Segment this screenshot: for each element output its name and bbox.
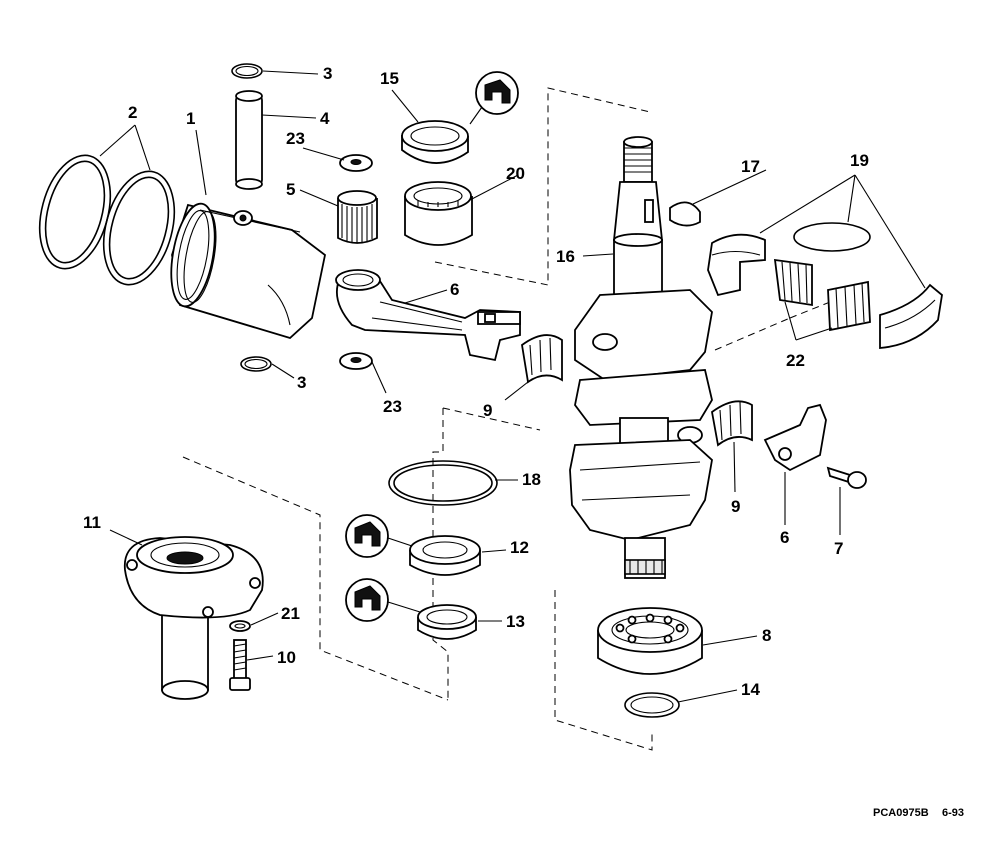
callout-6: 6	[450, 280, 459, 299]
part-o-ring	[388, 460, 498, 506]
callout-14: 14	[741, 680, 760, 699]
sealant-symbol-icon	[475, 71, 519, 115]
figure-reference: PCA0975B 6-93	[873, 807, 964, 819]
callout-18: 18	[522, 470, 541, 489]
callout-8: 8	[762, 626, 771, 645]
part-needle-bearings	[773, 258, 871, 332]
part-retaining-clip-lower	[240, 356, 272, 372]
part-snap-ring	[624, 692, 680, 718]
part-cage-bearing-upper	[521, 334, 563, 384]
part-piston-rings	[38, 154, 176, 286]
part-wrist-pin	[235, 90, 263, 190]
part-woodruff-key	[669, 201, 701, 227]
callout-3: 3	[297, 373, 306, 392]
figure-date: 6-93	[942, 807, 964, 819]
part-seal-upper	[401, 120, 469, 164]
sealant-symbol-icon	[345, 514, 389, 558]
part-main-bearing-half-upper	[707, 233, 766, 297]
callout-13: 13	[506, 612, 525, 631]
callout-5: 5	[286, 180, 295, 199]
callout-labels: 1 2 3 3 4 5 6 6 7 8 9 9 10 11 12 13 14 1…	[83, 64, 869, 699]
callout-2: 2	[128, 103, 137, 122]
part-piston	[170, 202, 326, 340]
part-cage-bearing-lower	[711, 400, 753, 447]
callout-4: 4	[320, 109, 330, 128]
part-crankshaft	[569, 136, 713, 579]
part-rod-cap	[763, 403, 827, 472]
callout-22: 22	[786, 351, 805, 370]
part-seal-lower-12	[409, 535, 481, 576]
callout-1: 1	[186, 109, 195, 128]
callout-7: 7	[834, 539, 843, 558]
part-bearing-retainer-ring	[793, 222, 871, 252]
part-lockwasher	[229, 620, 251, 632]
figure-code: PCA0975B	[873, 807, 929, 819]
callout-21: 21	[281, 604, 300, 623]
callout-23: 23	[383, 397, 402, 416]
part-ball-bearing	[597, 607, 703, 675]
callout-17: 17	[741, 157, 760, 176]
callout-9: 9	[483, 401, 492, 420]
callout-6: 6	[780, 528, 789, 547]
part-main-bearing-half-lower	[879, 283, 943, 349]
part-roller-bearing-upper	[404, 181, 473, 246]
part-connecting-rod	[335, 269, 521, 362]
callout-23: 23	[286, 129, 305, 148]
callout-12: 12	[510, 538, 529, 557]
part-retaining-clip-upper	[231, 63, 263, 79]
callout-10: 10	[277, 648, 296, 667]
part-screw	[229, 639, 251, 691]
callout-11: 11	[83, 513, 101, 532]
part-thrust-washer-lower	[339, 352, 373, 370]
callout-16: 16	[556, 247, 575, 266]
callout-19: 19	[850, 151, 869, 170]
part-seal-lower-13	[417, 604, 477, 640]
callout-9: 9	[731, 497, 740, 516]
callout-3: 3	[323, 64, 332, 83]
callout-15: 15	[380, 69, 399, 88]
part-bearing-housing	[123, 536, 264, 700]
part-rod-cap-screw	[826, 466, 867, 489]
part-needle-bearing	[337, 190, 378, 244]
part-thrust-washer-upper	[339, 154, 373, 172]
callout-20: 20	[506, 164, 525, 183]
sealant-symbol-icon	[345, 578, 389, 622]
leader-lines	[99, 70, 926, 703]
